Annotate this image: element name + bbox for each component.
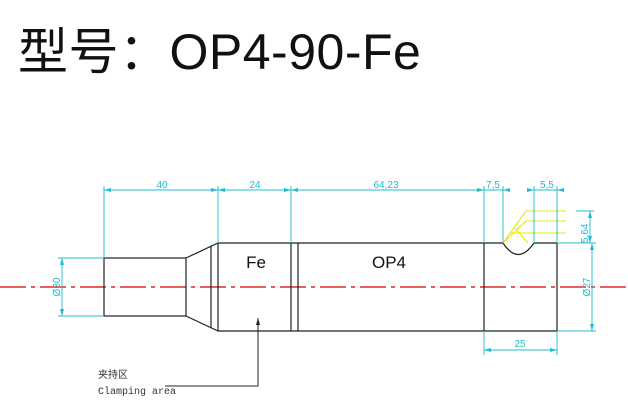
model-title: 型号：OP4-90-Fe (18, 24, 422, 80)
dim-64-23: 64,23 (373, 180, 398, 191)
dim-5-64: 5,64 (580, 223, 591, 243)
dim-25: 25 (514, 339, 526, 350)
dimension-lines (58, 186, 596, 355)
material-label: Fe (246, 253, 266, 272)
dim-7-5: 7,5 (486, 180, 500, 191)
clamping-leader (165, 318, 259, 387)
dim-24: 24 (249, 180, 261, 191)
dim-40: 40 (156, 180, 168, 191)
dim-diameter-30: Ø30 (52, 277, 63, 296)
part-label: OP4 (372, 253, 406, 272)
clamping-area-cn: 夹持区 (98, 368, 128, 382)
clamping-area-en: Clamping area (98, 386, 176, 398)
part-outline (103, 242, 558, 332)
dim-5-5: 5,5 (540, 180, 554, 191)
leader-arrow (256, 318, 260, 325)
dimension-arrows (60, 188, 594, 352)
dim-diameter-27: Ø27 (582, 277, 593, 296)
